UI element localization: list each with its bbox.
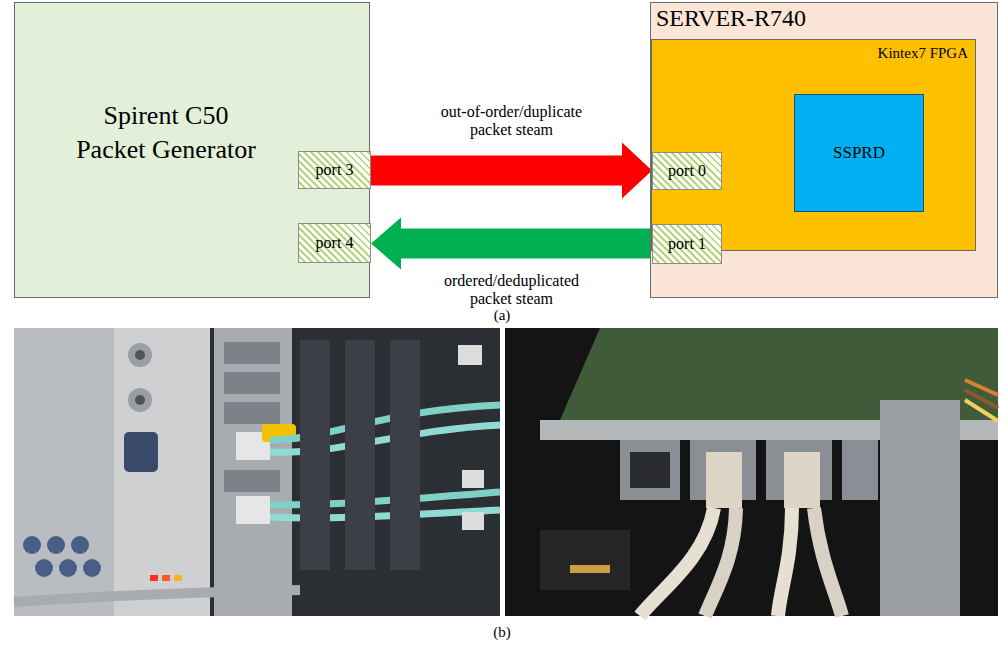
box-label: port 3 [316, 161, 354, 179]
port-box: port 1 [652, 224, 722, 264]
status-led [162, 575, 170, 581]
arrow-body [401, 229, 652, 259]
generator-box: Spirent C50 Packet Generator port 3 port 4 [14, 2, 370, 298]
lower-card [540, 530, 630, 590]
sfp-cage [620, 440, 680, 500]
box-label: port 1 [668, 235, 706, 253]
coax-connector [128, 388, 152, 412]
lc-connector [784, 452, 820, 508]
internal-wire [965, 400, 998, 421]
fpga-box: Kintex7 FPGA port 0 port 1 SSPRD [651, 39, 976, 251]
stream-label: ordered/deduplicated packet steam [425, 272, 599, 309]
sfp-cage [842, 440, 878, 500]
port-box: port 0 [652, 152, 722, 190]
box-label: port 4 [316, 234, 354, 252]
fiber-cable [640, 508, 714, 616]
lc-connector [706, 452, 742, 508]
sfp-cage [224, 372, 280, 394]
box-heading: Kintex7 FPGA [842, 44, 968, 64]
vent-hole [59, 559, 77, 577]
ethernet-port [458, 345, 482, 365]
sfp-cage [224, 402, 280, 424]
card-bracket [114, 328, 210, 616]
power-cable [14, 590, 300, 602]
vent-hole [35, 559, 53, 577]
vent-hole [47, 536, 65, 554]
box-heading: SERVER-R740 [656, 3, 956, 34]
ethernet-port [462, 512, 484, 530]
port-box: port 4 [298, 223, 371, 263]
port-box: port 3 [298, 151, 371, 189]
server-box: SERVER-R740Kintex7 FPGA port 0 port 1 SSPRD [650, 2, 998, 298]
coax-core [135, 350, 145, 360]
chassis-back [14, 328, 500, 616]
board-glow [570, 565, 610, 573]
box-label: port 0 [668, 162, 706, 180]
coax-core [135, 395, 145, 405]
ethernet-port [462, 470, 484, 488]
arrowhead [622, 143, 652, 199]
fiber-cable [705, 508, 736, 616]
sfp-cage [224, 342, 280, 364]
server-interior [505, 328, 998, 616]
subfigure-caption: (b) [491, 624, 513, 641]
stream-label: out-of-order/duplicate packet steam [425, 103, 599, 140]
sfp-cage [224, 470, 280, 492]
slot-cover [345, 340, 375, 570]
slot-cover [300, 340, 330, 570]
vent-hole [71, 536, 89, 554]
silver-plate [14, 328, 114, 616]
box-heading: Spirent C50 Packet Generator [31, 99, 301, 167]
fiber-cable [814, 508, 842, 616]
module-box: SSPRD [794, 94, 924, 212]
nic-bracket [214, 328, 292, 616]
status-led [174, 575, 182, 581]
serial-connector [124, 432, 158, 472]
box-label: SSPRD [833, 143, 885, 163]
lc-connector [236, 496, 270, 524]
bracket-frame [880, 400, 960, 616]
input-stream-arrow [371, 143, 652, 199]
status-led [150, 575, 158, 581]
sfp-opening [630, 452, 670, 488]
slot-cover [390, 340, 420, 570]
subfigure-caption: (a) [492, 307, 513, 324]
vent-hole [23, 536, 41, 554]
arrowhead [371, 218, 401, 270]
vent-hole [83, 559, 101, 577]
output-stream-arrow [371, 218, 652, 270]
arrow-body [371, 156, 622, 186]
coax-connector [128, 343, 152, 367]
fiber-cable [778, 508, 792, 616]
